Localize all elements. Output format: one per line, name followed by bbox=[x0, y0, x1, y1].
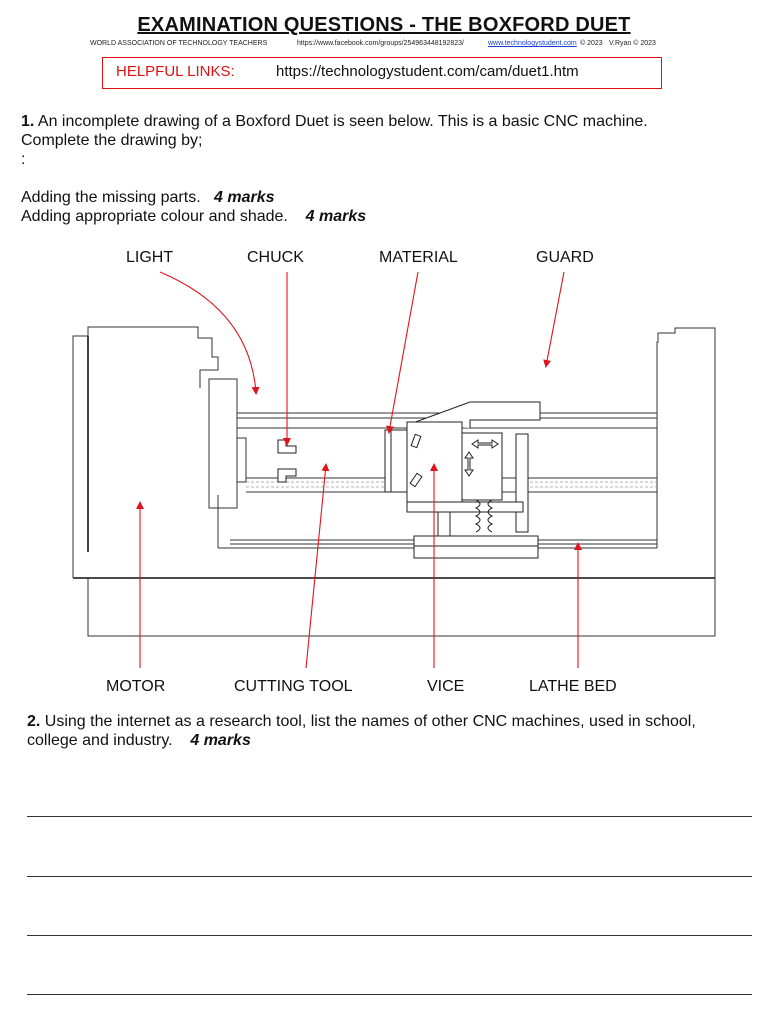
answer-line-3[interactable] bbox=[27, 935, 752, 936]
question2-text-line2: college and industry. bbox=[27, 732, 173, 749]
association-credit: WORLD ASSOCIATION OF TECHNOLOGY TEACHERS bbox=[90, 40, 268, 47]
label-motor: MOTOR bbox=[106, 678, 166, 695]
label-arrows bbox=[136, 271, 582, 669]
answer-line-4[interactable] bbox=[27, 994, 752, 995]
task2-text: Adding appropriate colour and shade. bbox=[21, 208, 288, 225]
question1-number: 1. bbox=[21, 113, 35, 130]
machine-outline bbox=[72, 326, 716, 637]
site-link[interactable]: www.technologystudent.com bbox=[488, 40, 577, 47]
label-chuck: CHUCK bbox=[247, 249, 304, 266]
task1-text: Adding the missing parts. bbox=[21, 189, 201, 206]
question2-text-line1: Using the internet as a research tool, l… bbox=[40, 713, 696, 730]
label-cutting-tool: CUTTING TOOL bbox=[234, 678, 353, 695]
label-light: LIGHT bbox=[126, 249, 174, 266]
label-guard: GUARD bbox=[536, 249, 594, 266]
lead-screw-rack bbox=[246, 481, 657, 488]
cutting-tool-holders bbox=[277, 439, 297, 483]
question2-line2: college and industry. 4 marks bbox=[27, 731, 251, 750]
question2-marks: 4 marks bbox=[190, 732, 251, 749]
facebook-url[interactable]: https://www.facebook.com/groups/25496344… bbox=[297, 40, 464, 47]
question2-number: 2. bbox=[27, 713, 41, 730]
label-lathe-bed: LATHE BED bbox=[529, 678, 617, 695]
question1-line1: 1. An incomplete drawing of a Boxford Du… bbox=[21, 112, 648, 131]
helpful-links-url[interactable]: https://technologystudent.com/cam/duet1.… bbox=[276, 63, 579, 80]
question2-line1: 2. Using the internet as a research tool… bbox=[27, 712, 696, 731]
task1-marks: 4 marks bbox=[214, 189, 275, 206]
page-title: EXAMINATION QUESTIONS - THE BOXFORD DUET bbox=[137, 14, 631, 36]
site-copyright: © 2023 bbox=[580, 40, 603, 47]
question1-task2: Adding appropriate colour and shade. 4 m… bbox=[21, 207, 366, 226]
question1-colon: : bbox=[21, 151, 26, 168]
task2-marks: 4 marks bbox=[305, 208, 367, 225]
label-vice: VICE bbox=[427, 678, 465, 695]
question1-text-line1: An incomplete drawing of a Boxford Duet … bbox=[34, 113, 648, 130]
question1-task1: Adding the missing parts. 4 marks bbox=[21, 188, 275, 207]
vice-assembly bbox=[384, 401, 541, 559]
helpful-links-label: HELPFUL LINKS: bbox=[116, 63, 235, 80]
question1-text-line2: Complete the drawing by; bbox=[21, 132, 203, 149]
label-material: MATERIAL bbox=[379, 249, 458, 266]
answer-line-1[interactable] bbox=[27, 816, 752, 817]
helpful-links-box bbox=[102, 57, 662, 89]
author-credit: V.Ryan © 2023 bbox=[609, 40, 656, 47]
answer-line-2[interactable] bbox=[27, 876, 752, 877]
